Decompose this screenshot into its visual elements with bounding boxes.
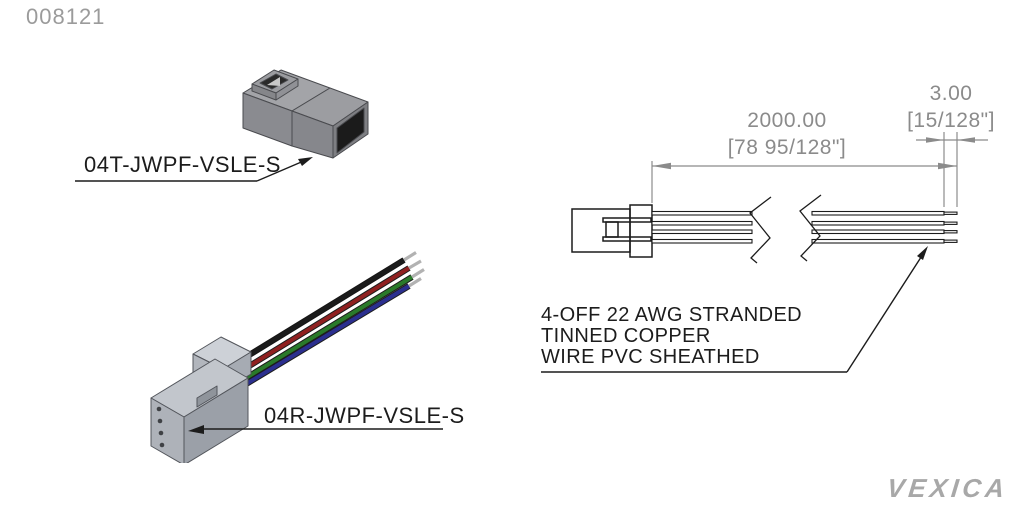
receptacle-connector-render [150,251,425,463]
cable-length-imperial: [78 95/128"] [727,136,847,159]
sideview-wires [651,210,958,244]
wire-red [231,266,411,378]
wire-spec-line-3: WIRE PVC SHEATHED [541,346,760,368]
contact-holes [156,406,165,448]
wire-spec-line-2: TINNED COPPER [541,325,711,347]
plug-connector-render [242,69,369,159]
strip-length-metric: 3.00 [929,82,973,105]
plug-part-label: 04T-JWPF-VSLE-S [84,152,281,177]
receptacle-part-label: 04R-JWPF-VSLE-S [264,403,465,428]
wire-bundle [226,251,425,395]
document-number: 008121 [26,4,106,29]
wire-black [226,258,406,370]
wire-blue [231,284,411,394]
receptacle-housing [150,336,252,463]
wire-note-arrowhead [917,246,928,260]
wire-spec-line-1: 4-OFF 22 AWG STRANDED [541,304,803,326]
break-symbols [749,194,822,264]
wire-tips [403,251,425,288]
vexica-logo: VEXICA [885,473,1010,503]
strip-length-imperial: [15/128"] [907,109,995,132]
cable-length-metric: 2000.00 [747,109,827,132]
sideview-connector [571,204,653,258]
wire-green [234,275,414,386]
wire-spec-note: 4-OFF 22 AWG STRANDED TINNED COPPER WIRE… [541,305,802,368]
